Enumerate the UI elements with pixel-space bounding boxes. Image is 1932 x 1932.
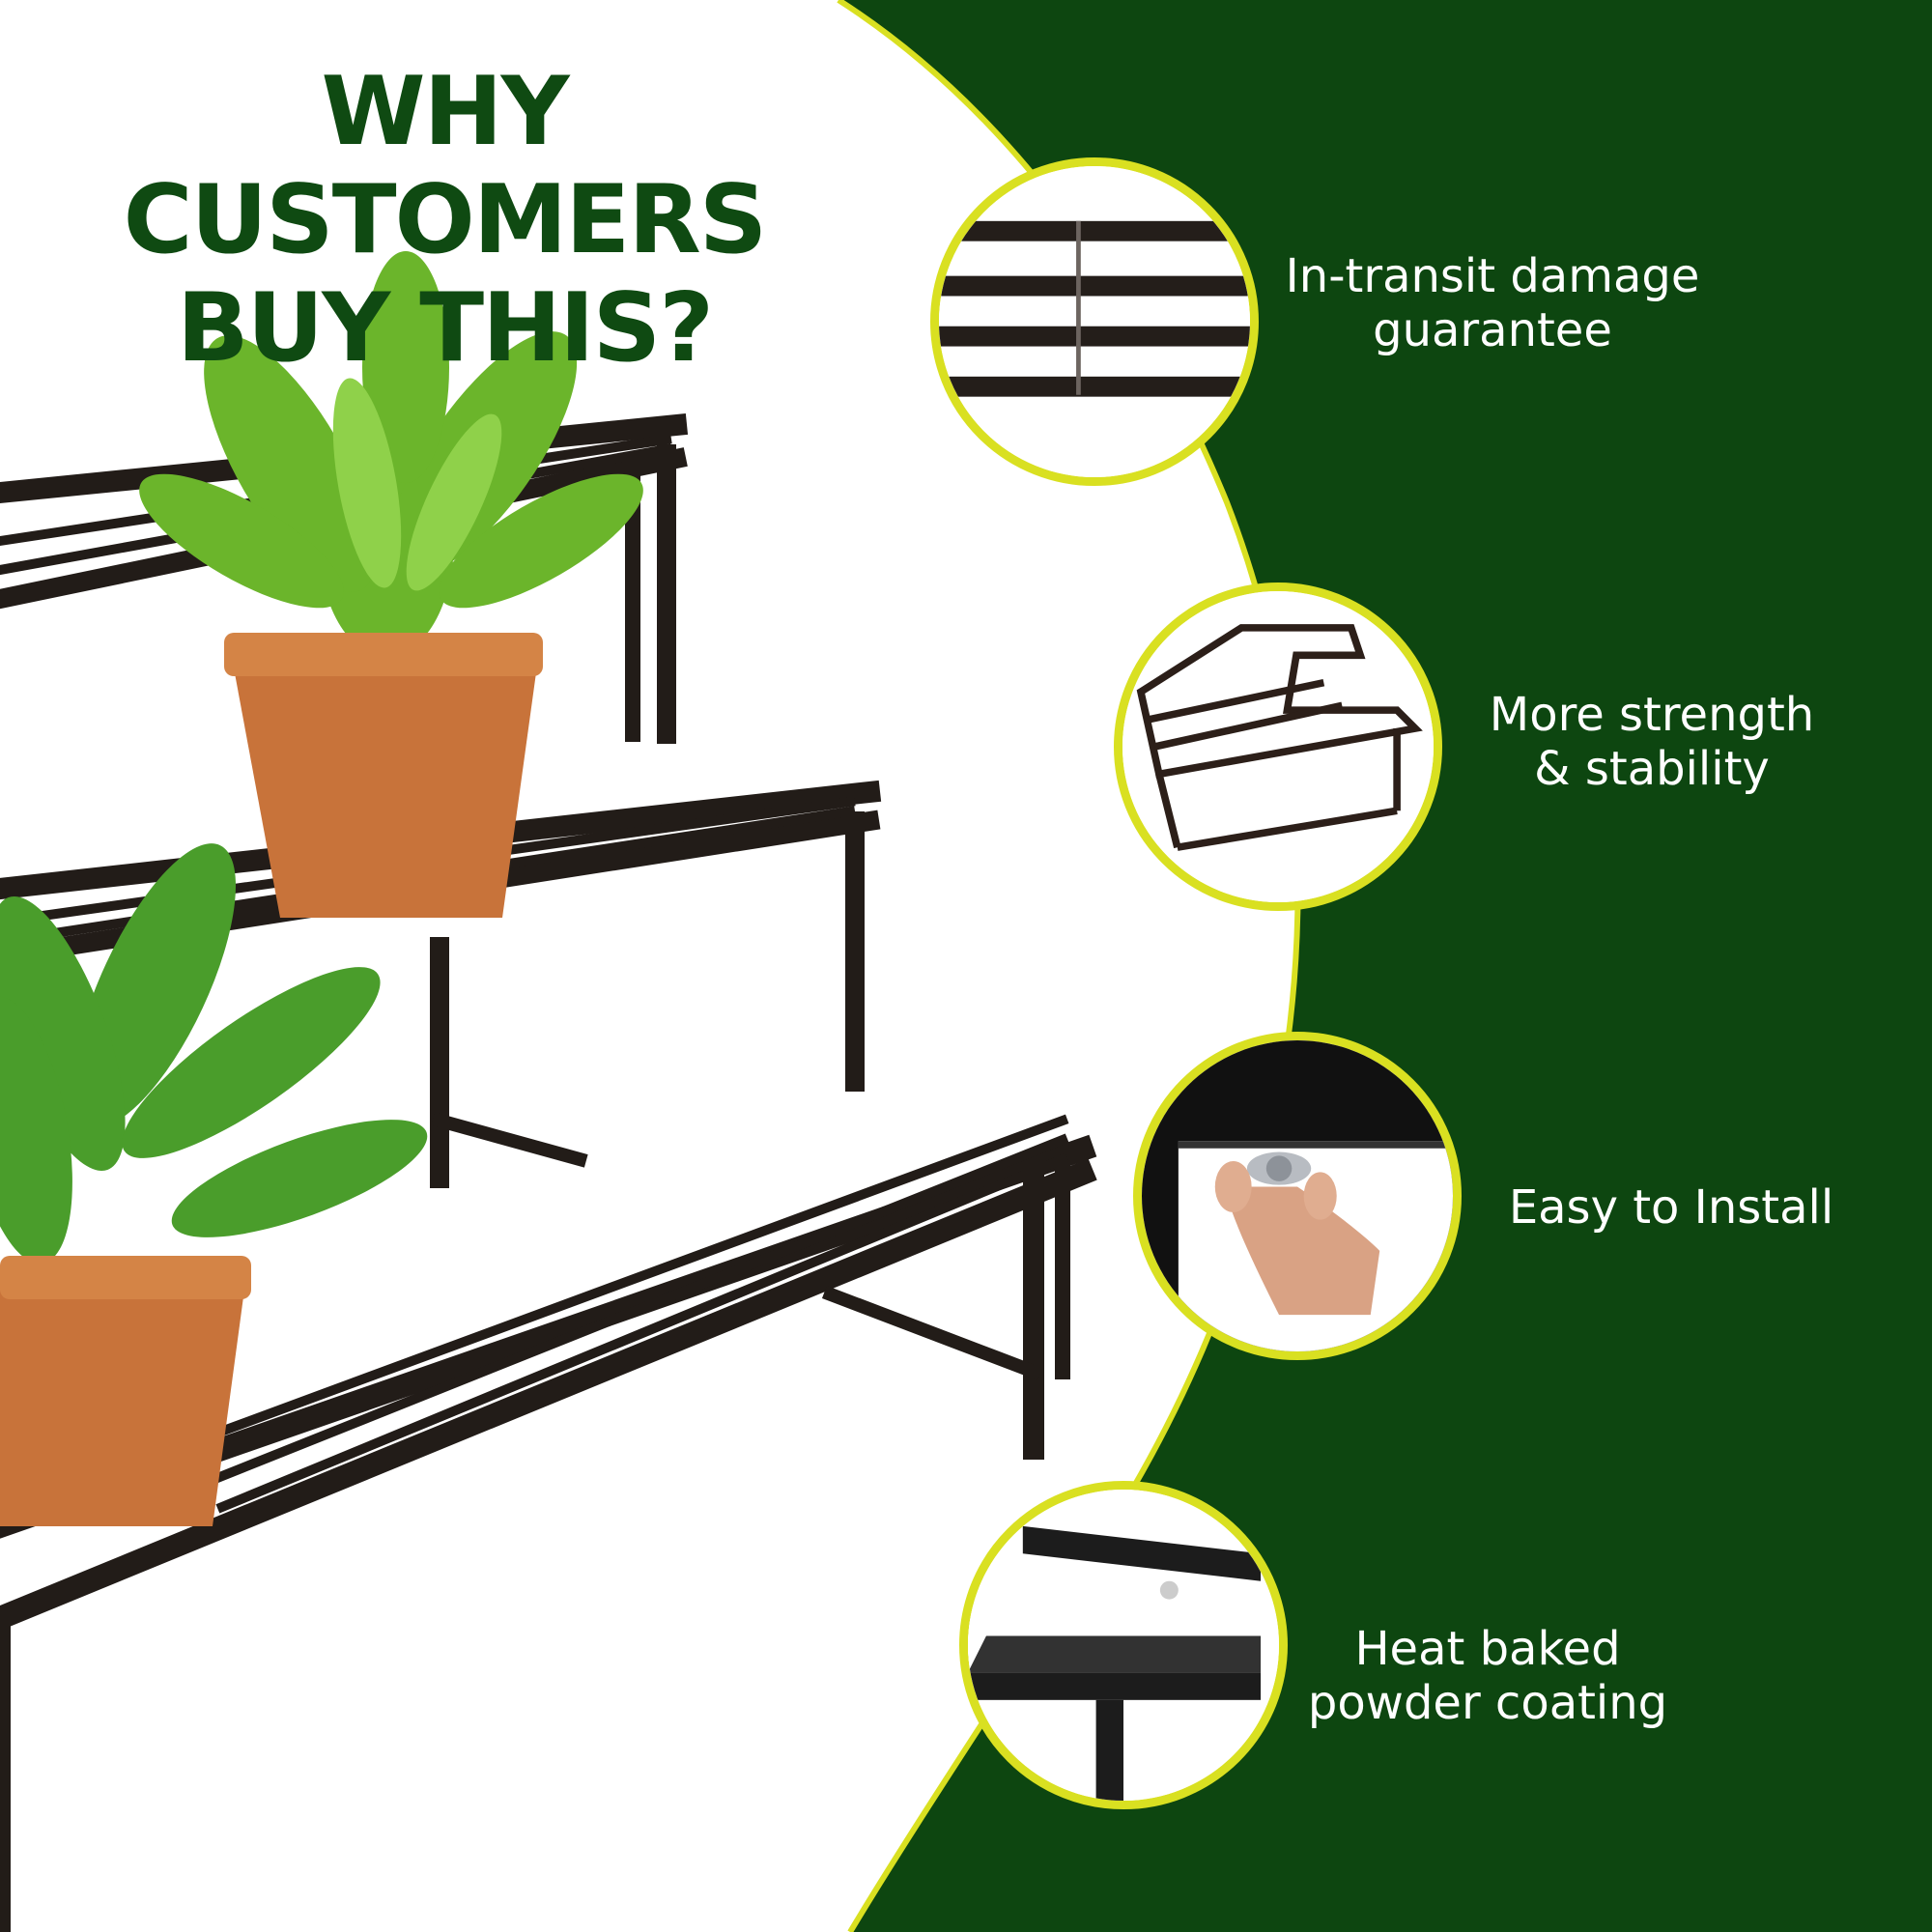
feature-4-circle	[959, 1481, 1288, 1809]
fern-plant-image	[139, 251, 643, 918]
headline: WHY CUSTOMERS BUY THIS?	[0, 58, 889, 383]
bottom-tier	[0, 1114, 1097, 1932]
stand-structure-icon	[1122, 591, 1434, 902]
headline-line-1: WHY CUSTOMERS	[123, 57, 768, 275]
feature-2-label: More strength & stability	[1489, 688, 1815, 796]
feature-4-label: Heat baked powder coating	[1307, 1622, 1668, 1730]
green-panel	[838, 0, 1932, 1932]
grid-frame-closeup-icon	[939, 166, 1250, 477]
powder-coated-corner-icon	[968, 1490, 1279, 1801]
leaf-plant-image	[0, 843, 428, 1526]
headline-line-2: BUY THIS?	[176, 273, 714, 384]
feature-1-circle	[930, 157, 1259, 486]
feature-1-label: In-transit damage guarantee	[1285, 249, 1700, 357]
feature-3-label: Easy to Install	[1508, 1180, 1834, 1235]
feature-2-circle	[1114, 582, 1442, 911]
feature-3-circle	[1133, 1032, 1462, 1360]
wing-nut-install-icon	[1142, 1040, 1453, 1351]
